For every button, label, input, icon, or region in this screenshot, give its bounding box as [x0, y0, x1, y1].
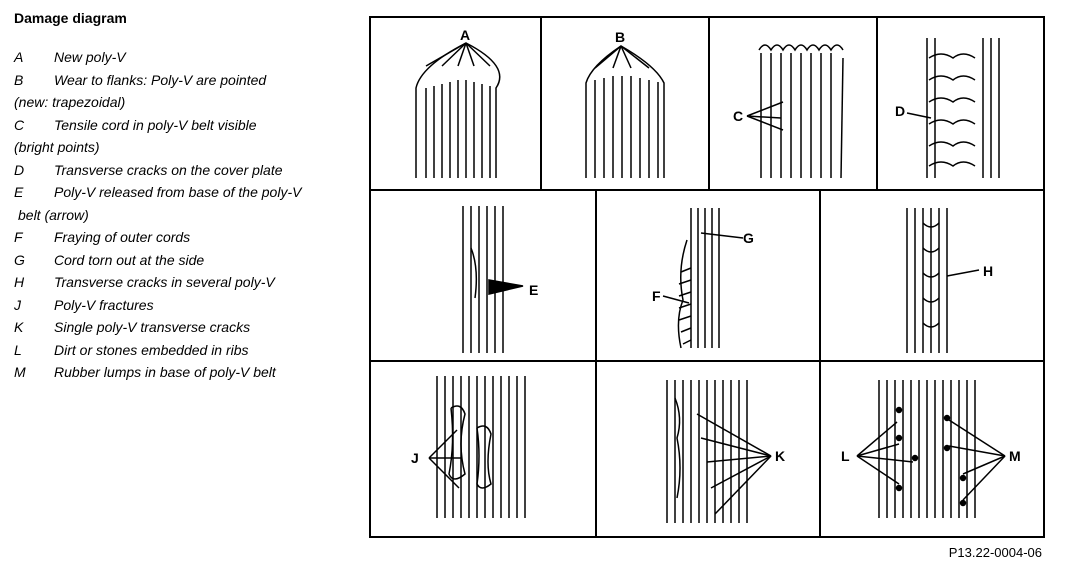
panel-label-a: A: [460, 27, 470, 43]
panel-h: H: [906, 208, 993, 353]
panel-label-k: K: [775, 448, 785, 464]
legend-letter: L: [14, 341, 22, 358]
panel-label-j: J: [411, 450, 419, 466]
figure-id: P13.22-0004-06: [948, 545, 1042, 560]
legend-text: Poly-V fractures: [54, 296, 154, 313]
damage-panels-drawing: A B C: [371, 18, 1043, 536]
legend-letter: C: [14, 116, 25, 133]
legend-text-cont: belt (arrow): [18, 206, 89, 223]
legend-text: Tensile cord in poly-V belt visible: [54, 116, 257, 133]
legend-entry-m: M Rubber lumps in base of poly-V belt: [14, 361, 359, 384]
legend-letter: J: [14, 296, 21, 313]
panel-a: A: [415, 27, 501, 178]
legend-text: New poly-V: [54, 49, 126, 65]
legend-entry-d: D Transverse cracks on the cover plate: [14, 159, 359, 182]
damage-figure: A B C: [369, 16, 1045, 538]
panel-label-g: G: [743, 230, 754, 246]
legend-text: Rubber lumps in base of poly-V belt: [54, 364, 276, 380]
panel-label-d: D: [895, 103, 905, 119]
legend-entry-h: H Transverse cracks in several poly-V: [14, 271, 359, 294]
legend-letter: K: [14, 319, 24, 335]
panel-b: B: [585, 29, 665, 178]
legend-text-cont: (new: trapezoidal): [14, 94, 126, 110]
legend-entry-f: F Fraying of outer cords: [14, 226, 359, 249]
grid-lines: [371, 18, 1043, 536]
legend-text: Transverse cracks on the cover plate: [54, 161, 283, 178]
legend-letter: E: [14, 184, 24, 200]
legend-list: A New poly-V B Wear to flanks: Poly-V are …: [14, 46, 359, 384]
legend-text: Wear to flanks: Poly-V are pointed: [54, 71, 267, 88]
panel-label-c: C: [733, 108, 743, 124]
legend-entry-j: J Poly-V fractures: [14, 294, 359, 317]
panel-label-f: F: [652, 288, 661, 304]
panel-label-l: L: [841, 448, 850, 464]
legend-entry-a: A New poly-V: [14, 46, 359, 69]
legend-entry-c: C Tensile cord in poly-V belt visible (bri…: [14, 114, 359, 159]
panel-d: D: [895, 38, 1000, 178]
legend-text: Cord torn out at the side: [54, 251, 205, 268]
legend-letter: H: [14, 274, 25, 290]
legend-entry-l: L Dirt or stones embedded in ribs: [14, 339, 359, 362]
panel-label-m: M: [1009, 448, 1021, 464]
legend-text: Fraying of outer cords: [54, 229, 191, 245]
legend-text-cont: (bright points): [14, 139, 100, 155]
legend-letter: A: [14, 49, 24, 65]
legend-letter: G: [14, 251, 25, 268]
legend-text: Single poly-V transverse cracks: [54, 319, 251, 335]
legend-entry-k: K Single poly-V transverse cracks: [14, 316, 359, 339]
legend-letter: D: [14, 161, 25, 178]
panel-e: E: [462, 206, 538, 353]
legend-entry-b: B Wear to flanks: Poly-V are pointed (new:…: [14, 69, 359, 114]
legend-text: Poly-V released from base of the poly-V: [54, 184, 302, 200]
panel-j: J: [411, 376, 526, 518]
legend-text: Dirt or stones embedded in ribs: [54, 341, 249, 358]
legend-entry-g: G Cord torn out at the side: [14, 249, 359, 272]
panel-label-e: E: [529, 282, 538, 298]
legend-letter: F: [14, 229, 23, 245]
legend-text: Transverse cracks in several poly-V: [54, 274, 275, 290]
legend: Damage diagram A New poly-V B Wear to flan…: [14, 10, 359, 384]
panel-label-b: B: [615, 29, 625, 45]
panel-label-h: H: [983, 263, 993, 279]
legend-title: Damage diagram: [14, 10, 127, 26]
legend-letter: M: [14, 364, 26, 380]
legend-letter: B: [14, 71, 24, 88]
panel-k: K: [666, 380, 785, 523]
panel-fg: G F: [652, 208, 754, 349]
panel-c: C: [733, 44, 844, 179]
legend-entry-e: E Poly-V released from base of the poly-V…: [14, 181, 359, 226]
panel-lm: L M: [841, 380, 1021, 518]
